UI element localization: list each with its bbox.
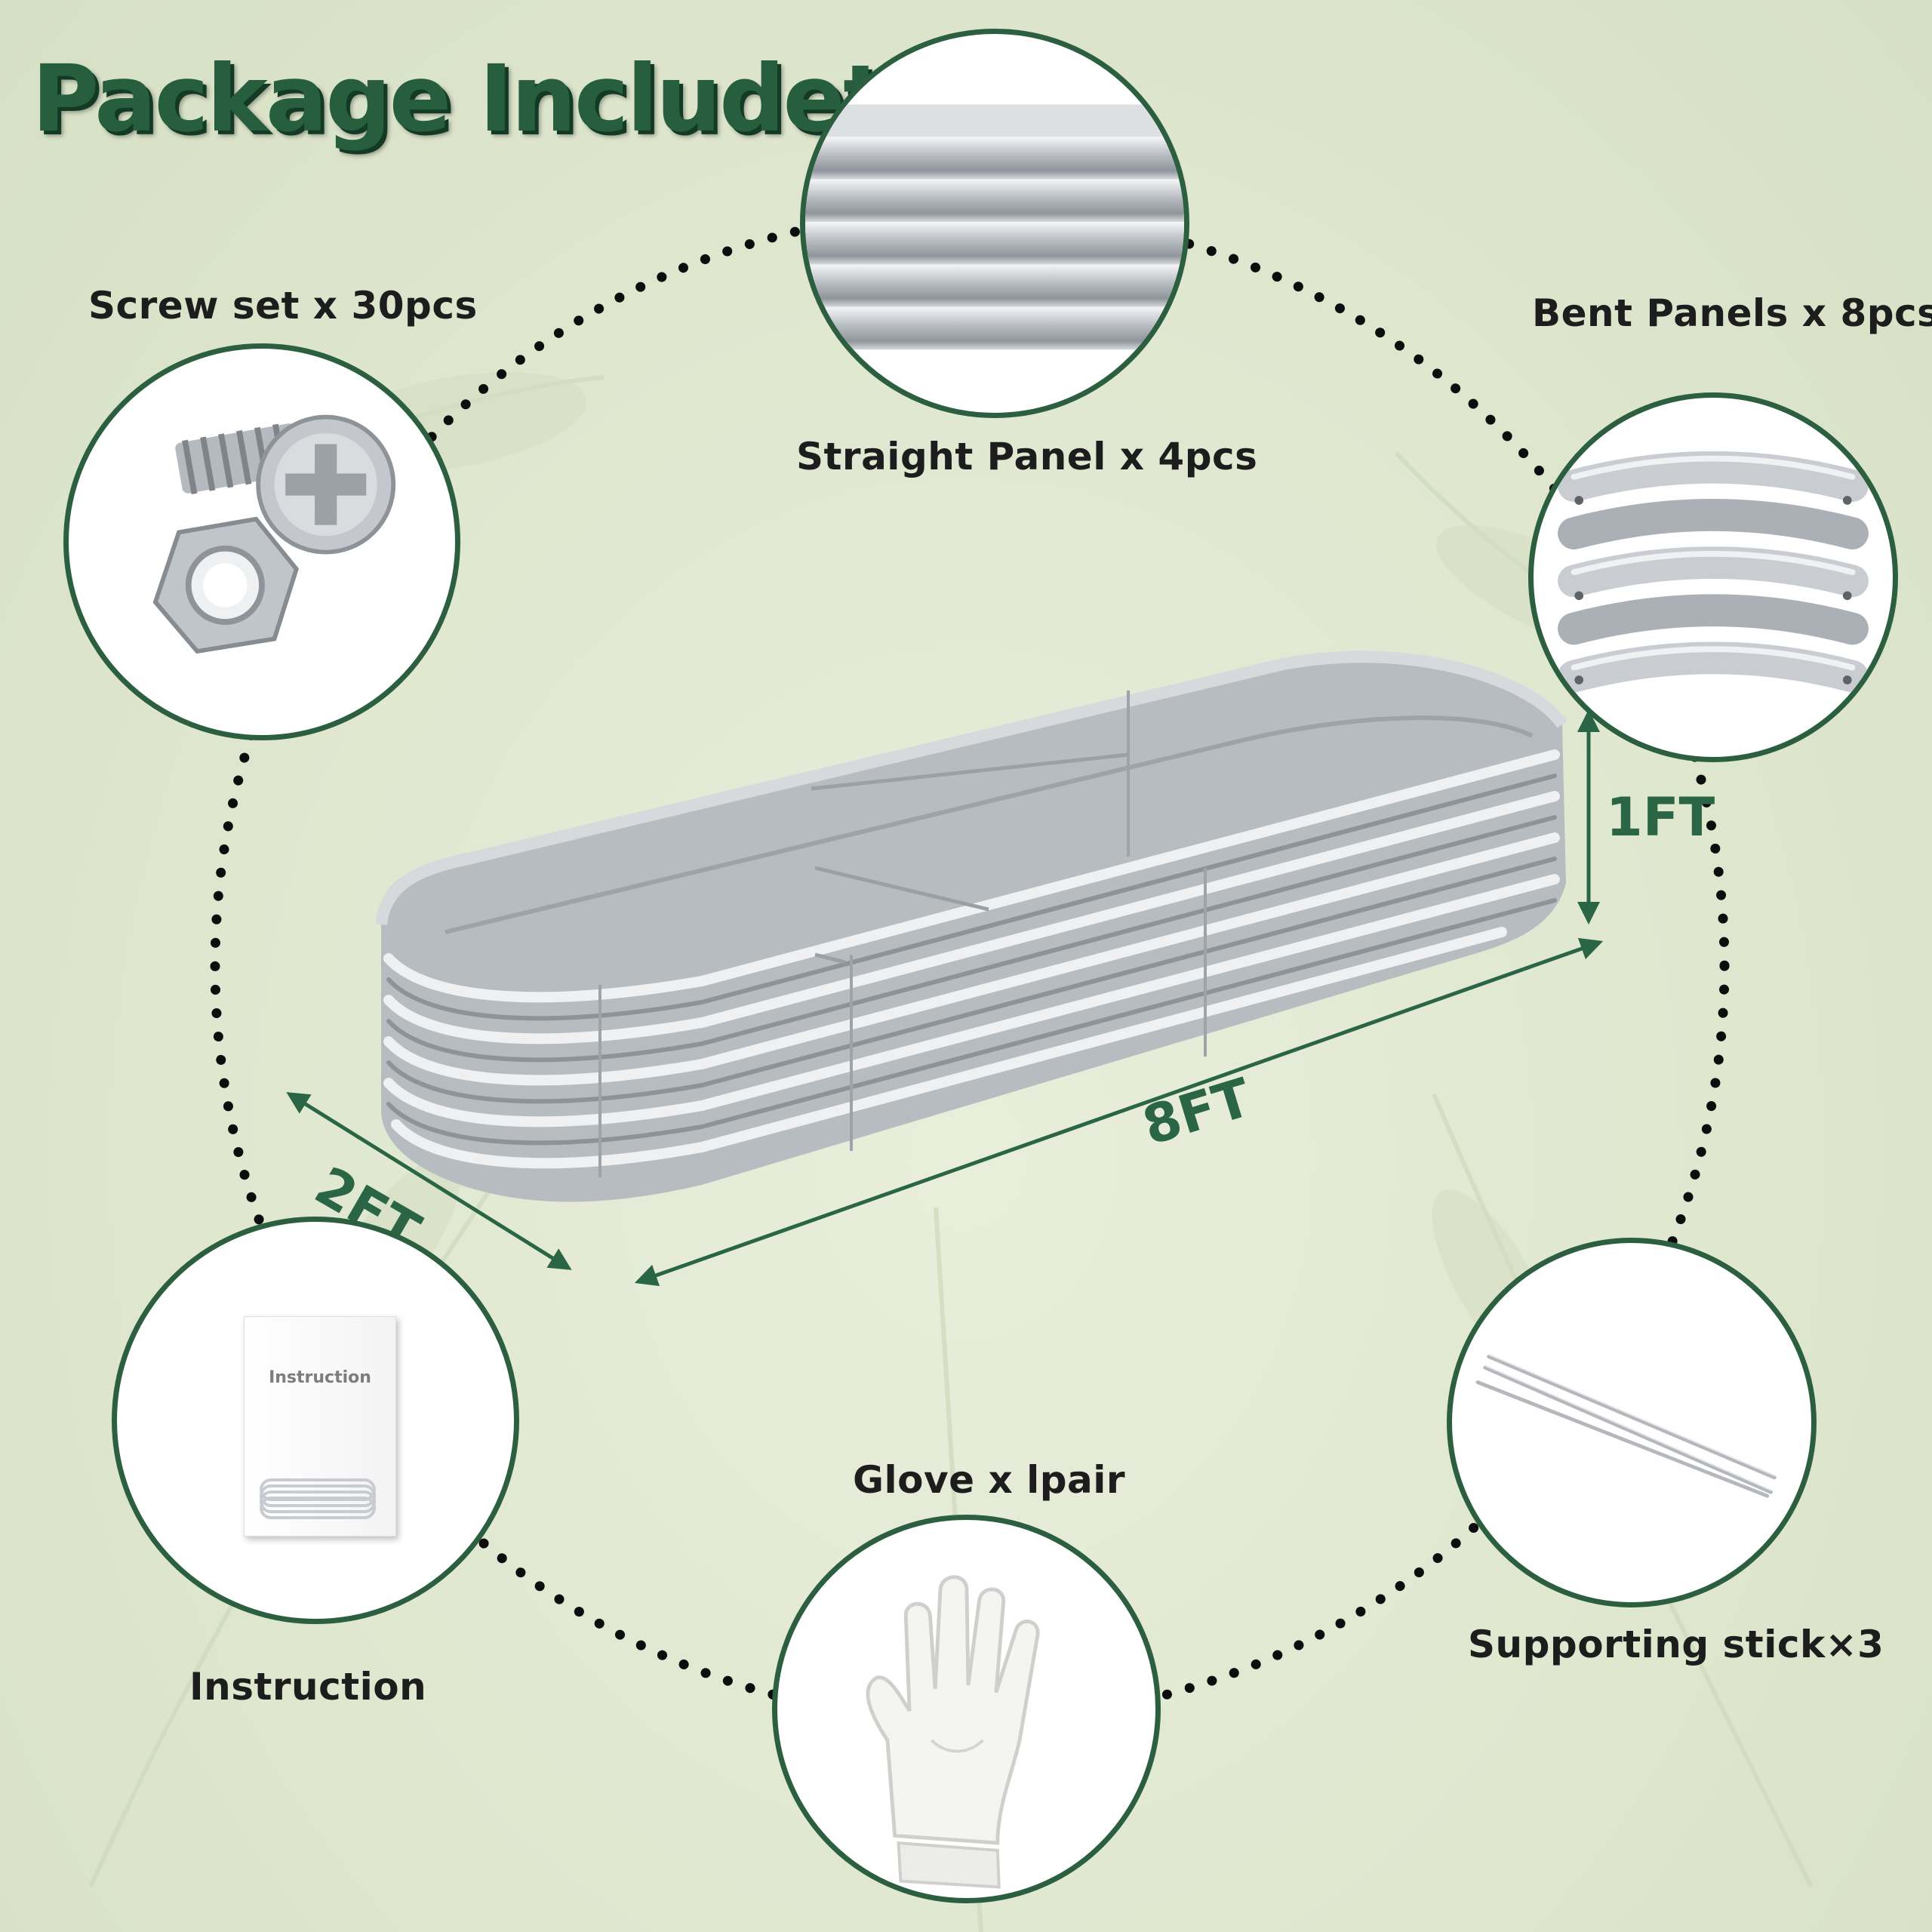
bent-panels-label: Bent Panels x 8pcs	[1532, 291, 1932, 335]
raised-bed-illustration	[375, 651, 1567, 1202]
instruction-booklet-title: Instruction	[269, 1368, 371, 1387]
glove-image	[866, 1575, 1040, 1889]
height-dimension-label: 1FT	[1606, 786, 1715, 848]
instruction-circle: Instruction	[112, 1217, 519, 1624]
screw-set-circle	[63, 343, 460, 740]
dotted-ring	[210, 206, 1730, 1726]
supporting-sticks-image	[1475, 1353, 1777, 1498]
glove-circle	[772, 1515, 1161, 1903]
instruction-booklet: Instruction	[244, 1316, 396, 1537]
supporting-stick-circle	[1447, 1238, 1817, 1607]
screw-set-label: Screw set x 30pcs	[88, 284, 478, 328]
instruction-label: Instruction	[189, 1665, 427, 1709]
booklet-bed-thumbnail	[260, 1478, 376, 1519]
length-arrow	[634, 937, 1604, 1287]
page-title: Package Includet	[32, 45, 887, 152]
glove-label: Glove x lpair	[853, 1458, 1126, 1502]
supporting-stick-label: Supporting stick×3	[1468, 1623, 1884, 1666]
straight-panel-circle	[800, 29, 1189, 418]
bent-panel-image	[1558, 451, 1869, 693]
width-arrow	[286, 1092, 572, 1270]
straight-panel-image	[805, 104, 1184, 350]
straight-panel-label: Straight Panel x 4pcs	[796, 435, 1258, 478]
screw-and-nut-image	[152, 414, 396, 654]
bent-panels-circle	[1528, 392, 1898, 762]
